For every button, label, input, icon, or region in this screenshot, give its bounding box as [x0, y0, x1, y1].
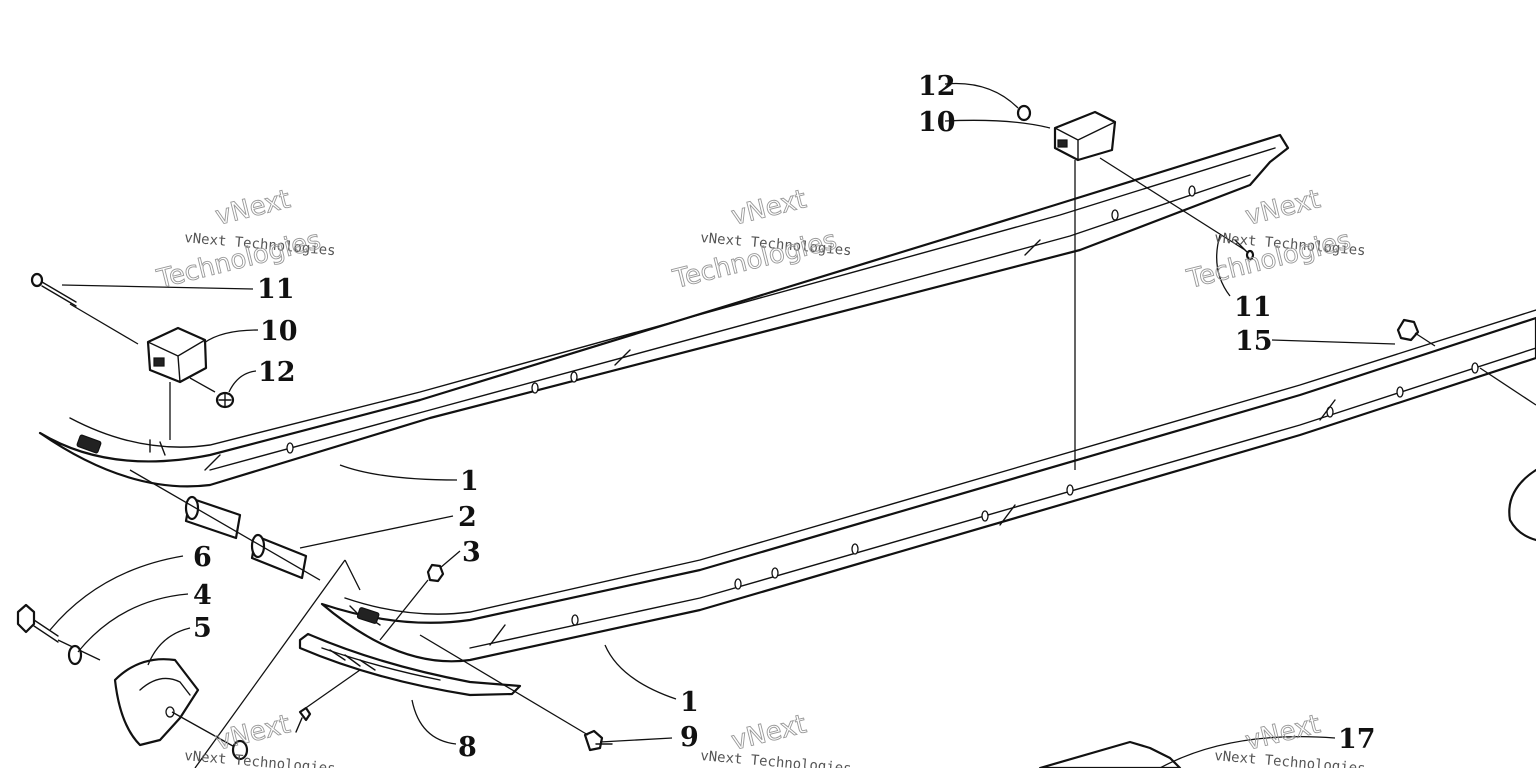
- svg-text:vNext: vNext: [212, 709, 293, 756]
- bracket-leader-line: [194, 559, 346, 768]
- nut-right: [1396, 318, 1436, 347]
- callout-1-lower: 1: [680, 687, 699, 718]
- callout-leaders: [49, 82, 1396, 768]
- wear-strip: [298, 632, 522, 697]
- callout-12-left: 12: [258, 357, 296, 388]
- svg-text:vNext: vNext: [212, 184, 293, 231]
- lower-skid-rail: [320, 309, 1536, 663]
- callout-17: 17: [1338, 724, 1376, 755]
- watermark-1: vNext vNext Technologies Technologies: [153, 184, 336, 296]
- bottom-left-part: [231, 739, 249, 761]
- callout-1-upper: 1: [460, 466, 479, 497]
- callout-labels: 12 10 11 10 12 1 2 3 6 4 5 1 9 8 11 15 1…: [193, 71, 1376, 763]
- partial-leader-right-edge: [1479, 367, 1536, 406]
- callout-10-left: 10: [260, 316, 298, 347]
- washer-4: [67, 644, 83, 666]
- callout-2: 2: [458, 502, 477, 533]
- svg-text:vNext Technologies: vNext Technologies: [184, 748, 337, 768]
- callout-9: 9: [680, 722, 699, 753]
- partial-part-right-edge: [1508, 468, 1536, 542]
- upper-skid-rail: [38, 133, 1290, 488]
- callout-10-top: 10: [918, 107, 956, 138]
- spacer-tubes: [129, 469, 321, 581]
- svg-text:vNext: vNext: [1242, 184, 1323, 231]
- callout-15: 15: [1235, 326, 1273, 357]
- bumper-block-left: [146, 326, 208, 440]
- svg-text:vNext: vNext: [728, 709, 809, 756]
- callout-5: 5: [193, 613, 212, 644]
- upper-rail-slot: [76, 434, 102, 454]
- bolt-top-left: [30, 272, 139, 345]
- callout-11-right: 11: [1234, 292, 1272, 323]
- svg-text:vNext Technologies: vNext Technologies: [700, 748, 853, 768]
- callout-6: 6: [193, 542, 212, 573]
- svg-text:vNext: vNext: [1242, 709, 1323, 756]
- callout-3: 3: [462, 537, 481, 568]
- nut-small: [426, 563, 445, 583]
- screw-7: [295, 669, 361, 733]
- watermark-4: vNext vNext Technologies: [184, 709, 337, 768]
- lower-rail-slot: [356, 607, 380, 624]
- bumper-block-right: [1053, 110, 1246, 470]
- bolt-9: [419, 634, 613, 752]
- callout-4: 4: [193, 580, 212, 611]
- bolt-6: [16, 603, 101, 661]
- callout-8: 8: [458, 732, 477, 763]
- bolt-top-right: [1234, 239, 1255, 261]
- svg-text:vNext: vNext: [728, 184, 809, 231]
- partial-part-bottom: [1038, 740, 1182, 768]
- callout-11-left: 11: [257, 274, 295, 305]
- washer-right: [1016, 104, 1032, 122]
- watermark-5: vNext vNext Technologies: [700, 709, 853, 768]
- bracket-5: [113, 658, 241, 751]
- callout-12-top: 12: [918, 71, 956, 102]
